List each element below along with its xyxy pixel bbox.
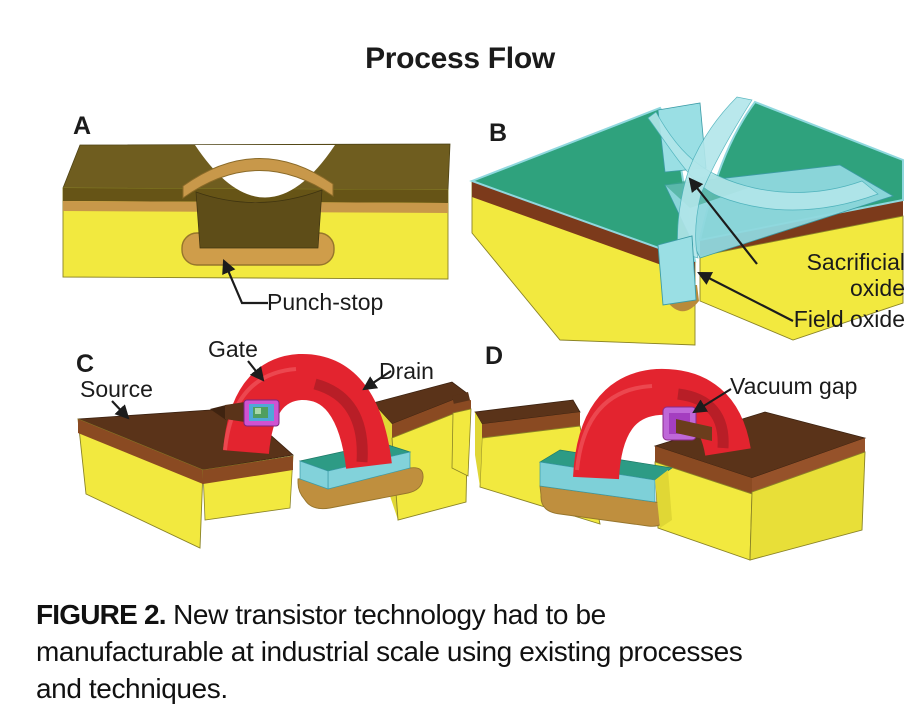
vacuum-gap-shape (662, 406, 712, 441)
drain-arrow (362, 370, 392, 391)
panel-c-illustration (77, 354, 469, 549)
panel-a-illustration (62, 143, 451, 305)
punch-stop-label: Punch-stop (267, 289, 384, 315)
panel-b-illustration (469, 96, 904, 346)
punch-stop-arrow (222, 259, 268, 305)
panel-d-illustration (451, 368, 867, 561)
figure-caption-line2: manufacturable at industrial scale using… (36, 636, 743, 667)
field-oxide-arrow (697, 272, 794, 322)
vacuum-gap-arrow (692, 388, 732, 414)
source-arrow (111, 400, 130, 420)
source-label: Source (80, 376, 153, 402)
figure-caption-line1: New transistor technology had to be (173, 599, 606, 630)
gate-stack (210, 399, 280, 427)
figure-caption-line3: and techniques. (36, 673, 228, 704)
drain-label: Drain (379, 358, 434, 384)
panel-c-letter: C (76, 350, 95, 378)
sacrificial-oxide-arrow (688, 177, 758, 265)
figure-title: Process Flow (365, 42, 555, 75)
panel-d-letter: D (485, 342, 504, 370)
gate-arrow (247, 360, 265, 382)
vacuum-gap-label: Vacuum gap (730, 373, 858, 399)
field-oxide-label: Field oxide (793, 306, 905, 332)
panel-a-letter: A (73, 112, 92, 140)
figure-caption-number: FIGURE 2. (36, 599, 167, 630)
sacrificial-oxide-label: Sacrificial oxide (806, 249, 905, 301)
panel-b-letter: B (489, 119, 508, 147)
figure-caption: FIGURE 2. New transistor technology had … (36, 596, 892, 707)
gate-label: Gate (208, 336, 258, 362)
